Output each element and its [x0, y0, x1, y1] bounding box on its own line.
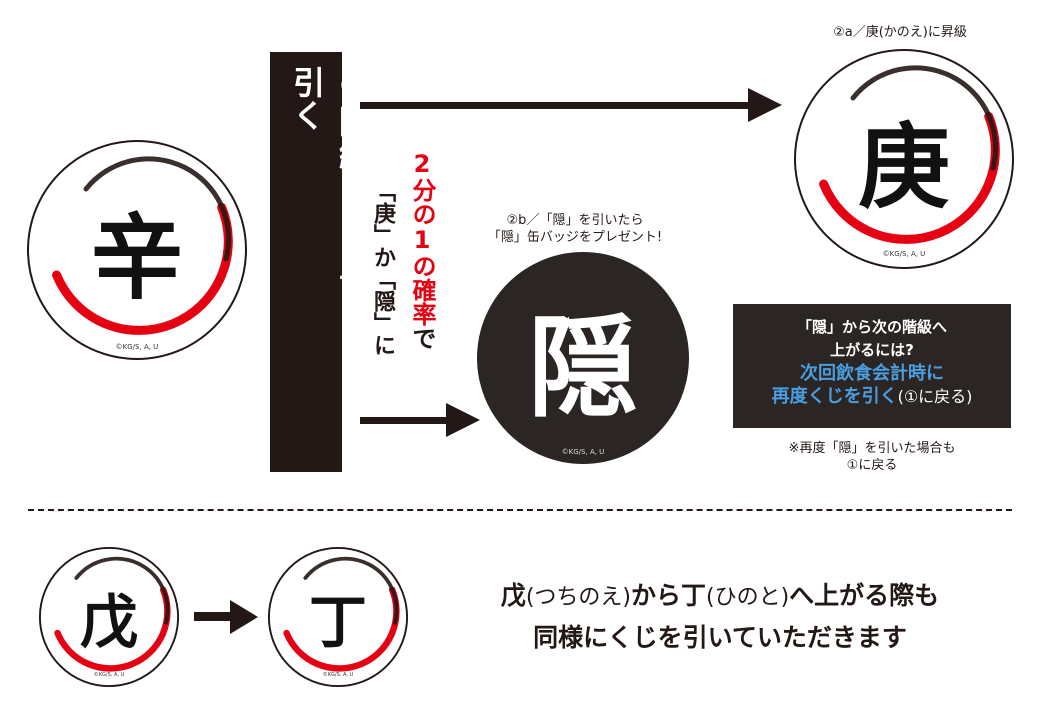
bottom-text-line2: 同様にくじを引いていただきます: [533, 623, 907, 652]
badge-shin-kanji: 辛: [90, 203, 183, 312]
bottom-line1-b: (つちのえ): [525, 585, 631, 610]
caption-2b-line2: 「隠」缶バッジをプレゼント!: [487, 230, 663, 245]
badge-kanoe-copyright: ©KG/S, A, U: [882, 250, 926, 258]
kakushi-box-line2: 上がるには?: [830, 341, 914, 359]
badge-hinoto-kanji: 丁: [308, 588, 367, 656]
badge-hinoto-ring: [267, 546, 409, 688]
chance-red: 2分の1の確率: [408, 150, 436, 326]
bottom-line1-e: へ上がる際も: [789, 581, 940, 610]
badge-shin: 辛 ©KG/S, A, U: [26, 139, 248, 361]
arrow-to-kakushi-line: [360, 417, 450, 424]
bottom-text-line1: 戊(つちのえ)から丁(ひのと)へ上がる際も: [430, 576, 1010, 618]
badge-hinoto: 丁 ©KG/S, A, U: [267, 546, 409, 688]
kakushi-box-line4: 再度くじを引く(①に戻る): [733, 385, 1011, 408]
step1-label: ①階級アップ前にくじを引く: [288, 66, 372, 435]
chance-col2: 「庚」か「隠」に: [370, 180, 395, 356]
chance-text: 2分の1の確率で: [405, 150, 440, 380]
badge-kakushi: 隠 ©KG/S, A, U: [477, 252, 689, 464]
kakushi-box-line4-white: (①に戻る): [897, 387, 973, 406]
note: ※再度「隠」を引いた場合も ①に戻る: [752, 440, 992, 474]
badge-shin-ring: [27, 140, 247, 360]
badge-kakushi-kanji: 隠: [528, 303, 638, 432]
arrow-bottom-line: [194, 612, 234, 621]
badge-tsuchinoe-copyright: ©KG/S, A, U: [93, 672, 125, 678]
bottom-line1-c: から丁: [630, 581, 706, 610]
kakushi-box-line1: 「隠」から次の階級へ: [796, 318, 947, 336]
kakushi-box-line3: 次回飲食会計時に: [800, 363, 944, 384]
caption-2a: ②a／庚(かのえ)に昇級: [833, 25, 967, 40]
badge-tsuchinoe-kanji: 戊: [79, 588, 138, 656]
kakushi-box-line4-blue: 再度くじを引く: [771, 386, 898, 407]
badge-shin-copyright: ©KG/S, A, U: [115, 343, 159, 351]
arrow-to-kanoe-line: [360, 102, 750, 109]
badge-kakushi-copyright: ©KG/S, A, U: [561, 448, 605, 456]
dashed-separator: [28, 509, 1012, 511]
bottom-line1-d: (ひのと): [706, 585, 790, 610]
note-line2: ①に戻る: [846, 458, 898, 473]
note-line1: ※再度「隠」を引いた場合も: [788, 441, 956, 456]
arrow-to-kakushi-head: [446, 403, 480, 437]
step1-bar: [270, 52, 342, 472]
bottom-text: 戊(つちのえ)から丁(ひのと)へ上がる際も 同様にくじを引いていただきます: [430, 576, 1010, 658]
badge-hinoto-copyright: ©KG/S, A, U: [322, 672, 354, 678]
caption-2b-line1: ②b／「隠」を引いたら: [506, 213, 644, 228]
badge-tsuchinoe-ring: [38, 546, 180, 688]
chance-black: で: [408, 326, 436, 350]
badge-kanoe: 庚 ©KG/S, A, U: [793, 48, 1015, 270]
badge-kanoe-ring: [794, 49, 1014, 269]
arrow-bottom-head: [230, 600, 258, 634]
arrow-to-kanoe-head: [748, 88, 782, 122]
kakushi-info-text: 「隠」から次の階級へ 上がるには? 次回飲食会計時に 再度くじを引く(①に戻る): [733, 316, 1011, 408]
badge-kanoe-kanji: 庚: [857, 112, 950, 221]
kakushi-info-box: [733, 304, 1011, 428]
badge-tsuchinoe: 戊 ©KG/S, A, U: [38, 546, 180, 688]
caption-2b: ②b／「隠」を引いたら 「隠」缶バッジをプレゼント!: [455, 212, 695, 246]
bottom-line1-a: 戊: [500, 581, 526, 610]
